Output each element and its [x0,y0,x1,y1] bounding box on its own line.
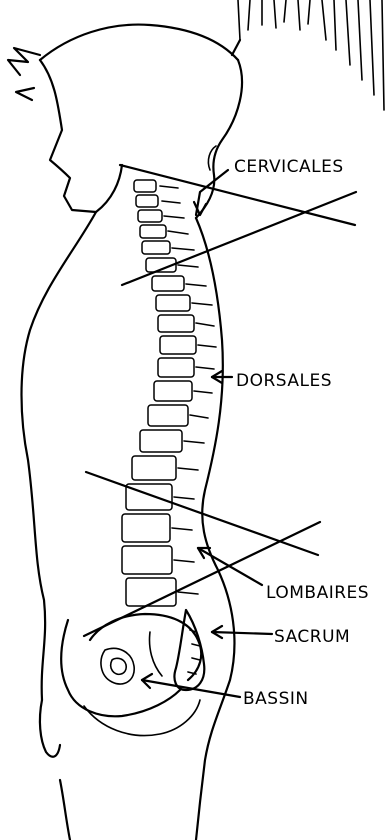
label-cervicales: CERVICALES [234,157,344,177]
vertebra [134,180,156,192]
vertebra [158,315,194,332]
label-lombaires: LOMBAIRES [266,583,369,603]
vertebra [158,358,194,377]
vertebra [142,241,170,254]
label-dorsales: DORSALES [236,371,332,391]
vertebra [148,405,188,426]
label-bassin: BASSIN [243,689,309,709]
vertebra [122,546,172,574]
vertebra [154,381,192,401]
leader-lines [84,165,356,697]
pelvis [61,610,204,736]
vertebra [136,195,158,207]
vertebra [160,336,196,354]
sacrum-arrow [212,632,272,634]
spine [122,180,216,606]
dorsales-bottom-line [86,472,318,555]
vertebra [152,276,184,291]
vertebra [140,225,166,238]
vertebra [122,514,170,542]
bassin-arrow [142,680,240,697]
vertebra [138,210,162,222]
vertebra [126,578,176,606]
lombaires-bottom-line [84,522,320,636]
vertebra [156,295,190,311]
hair [8,0,384,110]
vertebra [132,456,176,480]
vertebra [140,430,182,452]
label-sacrum: SACRUM [274,627,350,647]
